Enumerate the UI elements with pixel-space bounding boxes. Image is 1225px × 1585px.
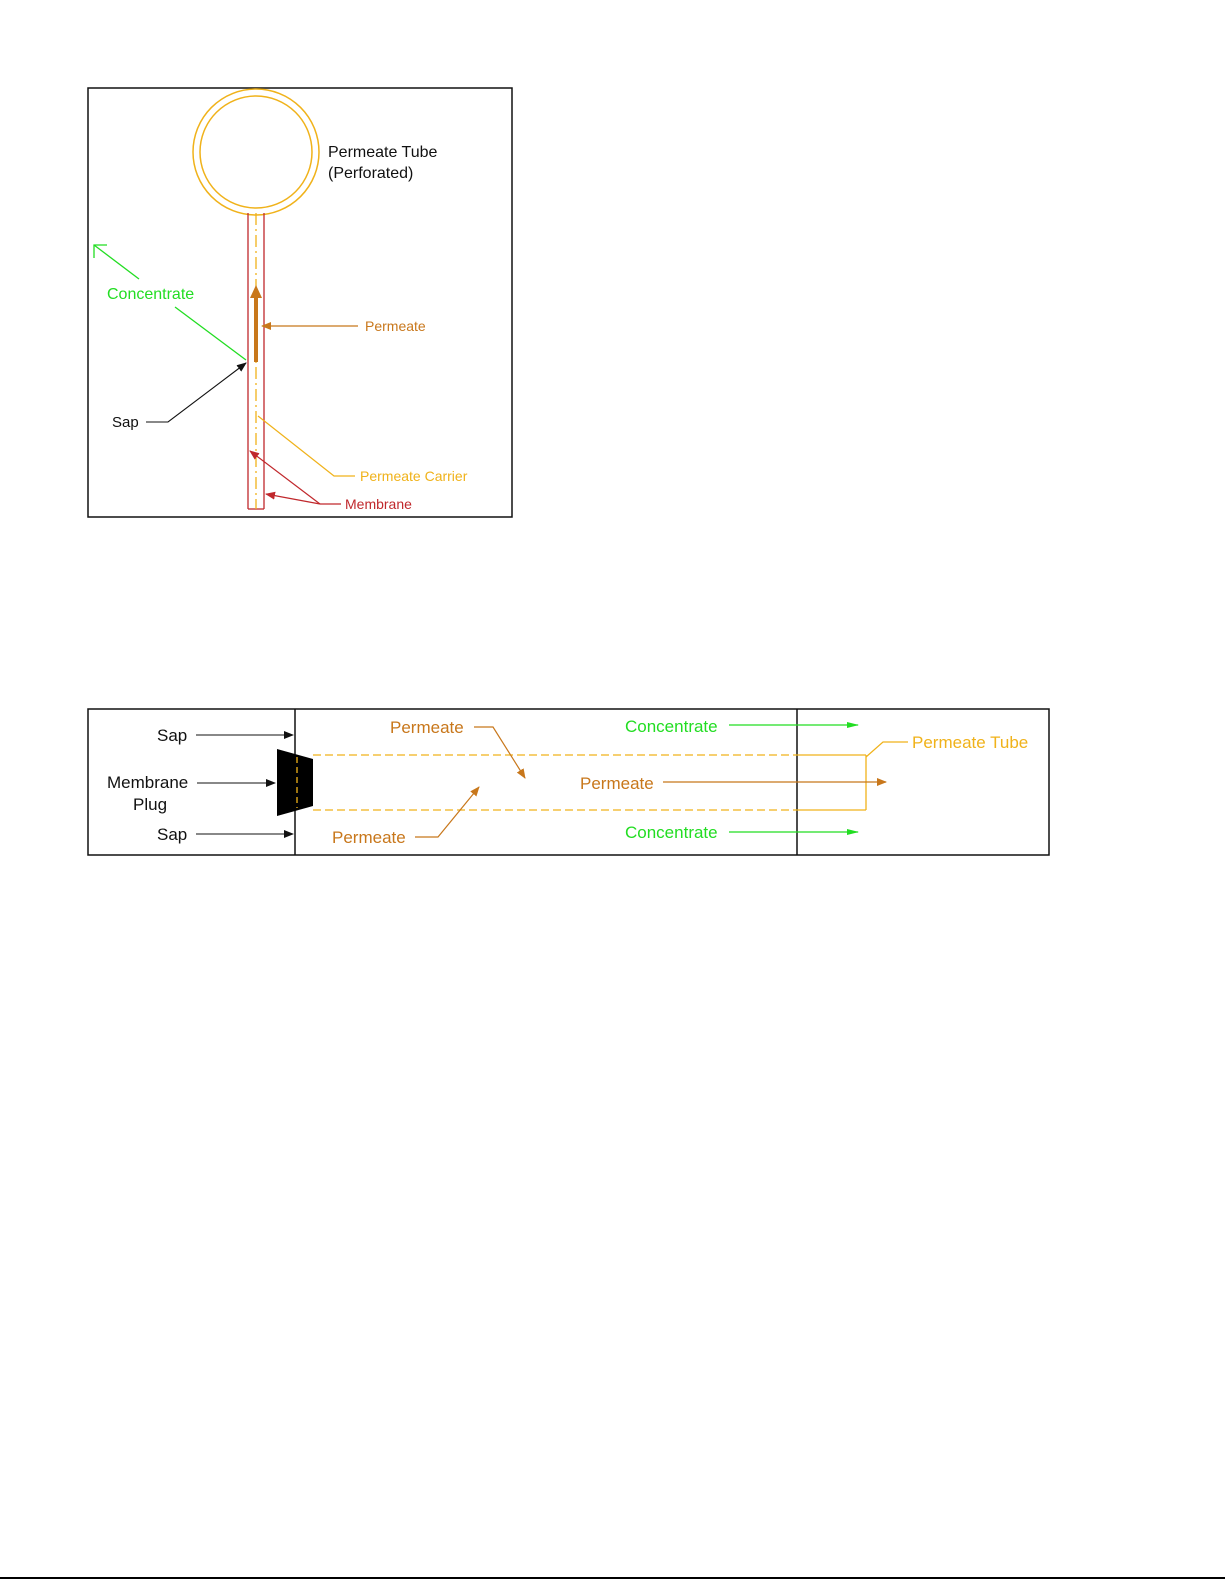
sap-bottom-label: Sap — [157, 825, 187, 844]
concentrate-bottom-label: Concentrate — [625, 823, 718, 842]
permeate-bottom-arrow — [415, 787, 479, 837]
permeate-top-label: Permeate — [390, 718, 464, 737]
longitudinal-diagram: Sap Sap Membrane Plug Permeate Permeate … — [0, 0, 1225, 900]
permeate-bottom-label: Permeate — [332, 828, 406, 847]
permeate-tube-leader — [866, 742, 908, 757]
concentrate-top-label: Concentrate — [625, 717, 718, 736]
sap-top-label: Sap — [157, 726, 187, 745]
figure2-frame — [88, 709, 1049, 855]
membrane-plug-sublabel: Plug — [133, 795, 167, 814]
permeate-middle-label: Permeate — [580, 774, 654, 793]
membrane-plug-label: Membrane — [107, 773, 188, 792]
page-bottom-rule — [0, 1577, 1225, 1579]
permeate-top-arrow — [474, 727, 525, 778]
permeate-tube-label-2: Permeate Tube — [912, 733, 1028, 752]
membrane-plug — [277, 749, 313, 816]
